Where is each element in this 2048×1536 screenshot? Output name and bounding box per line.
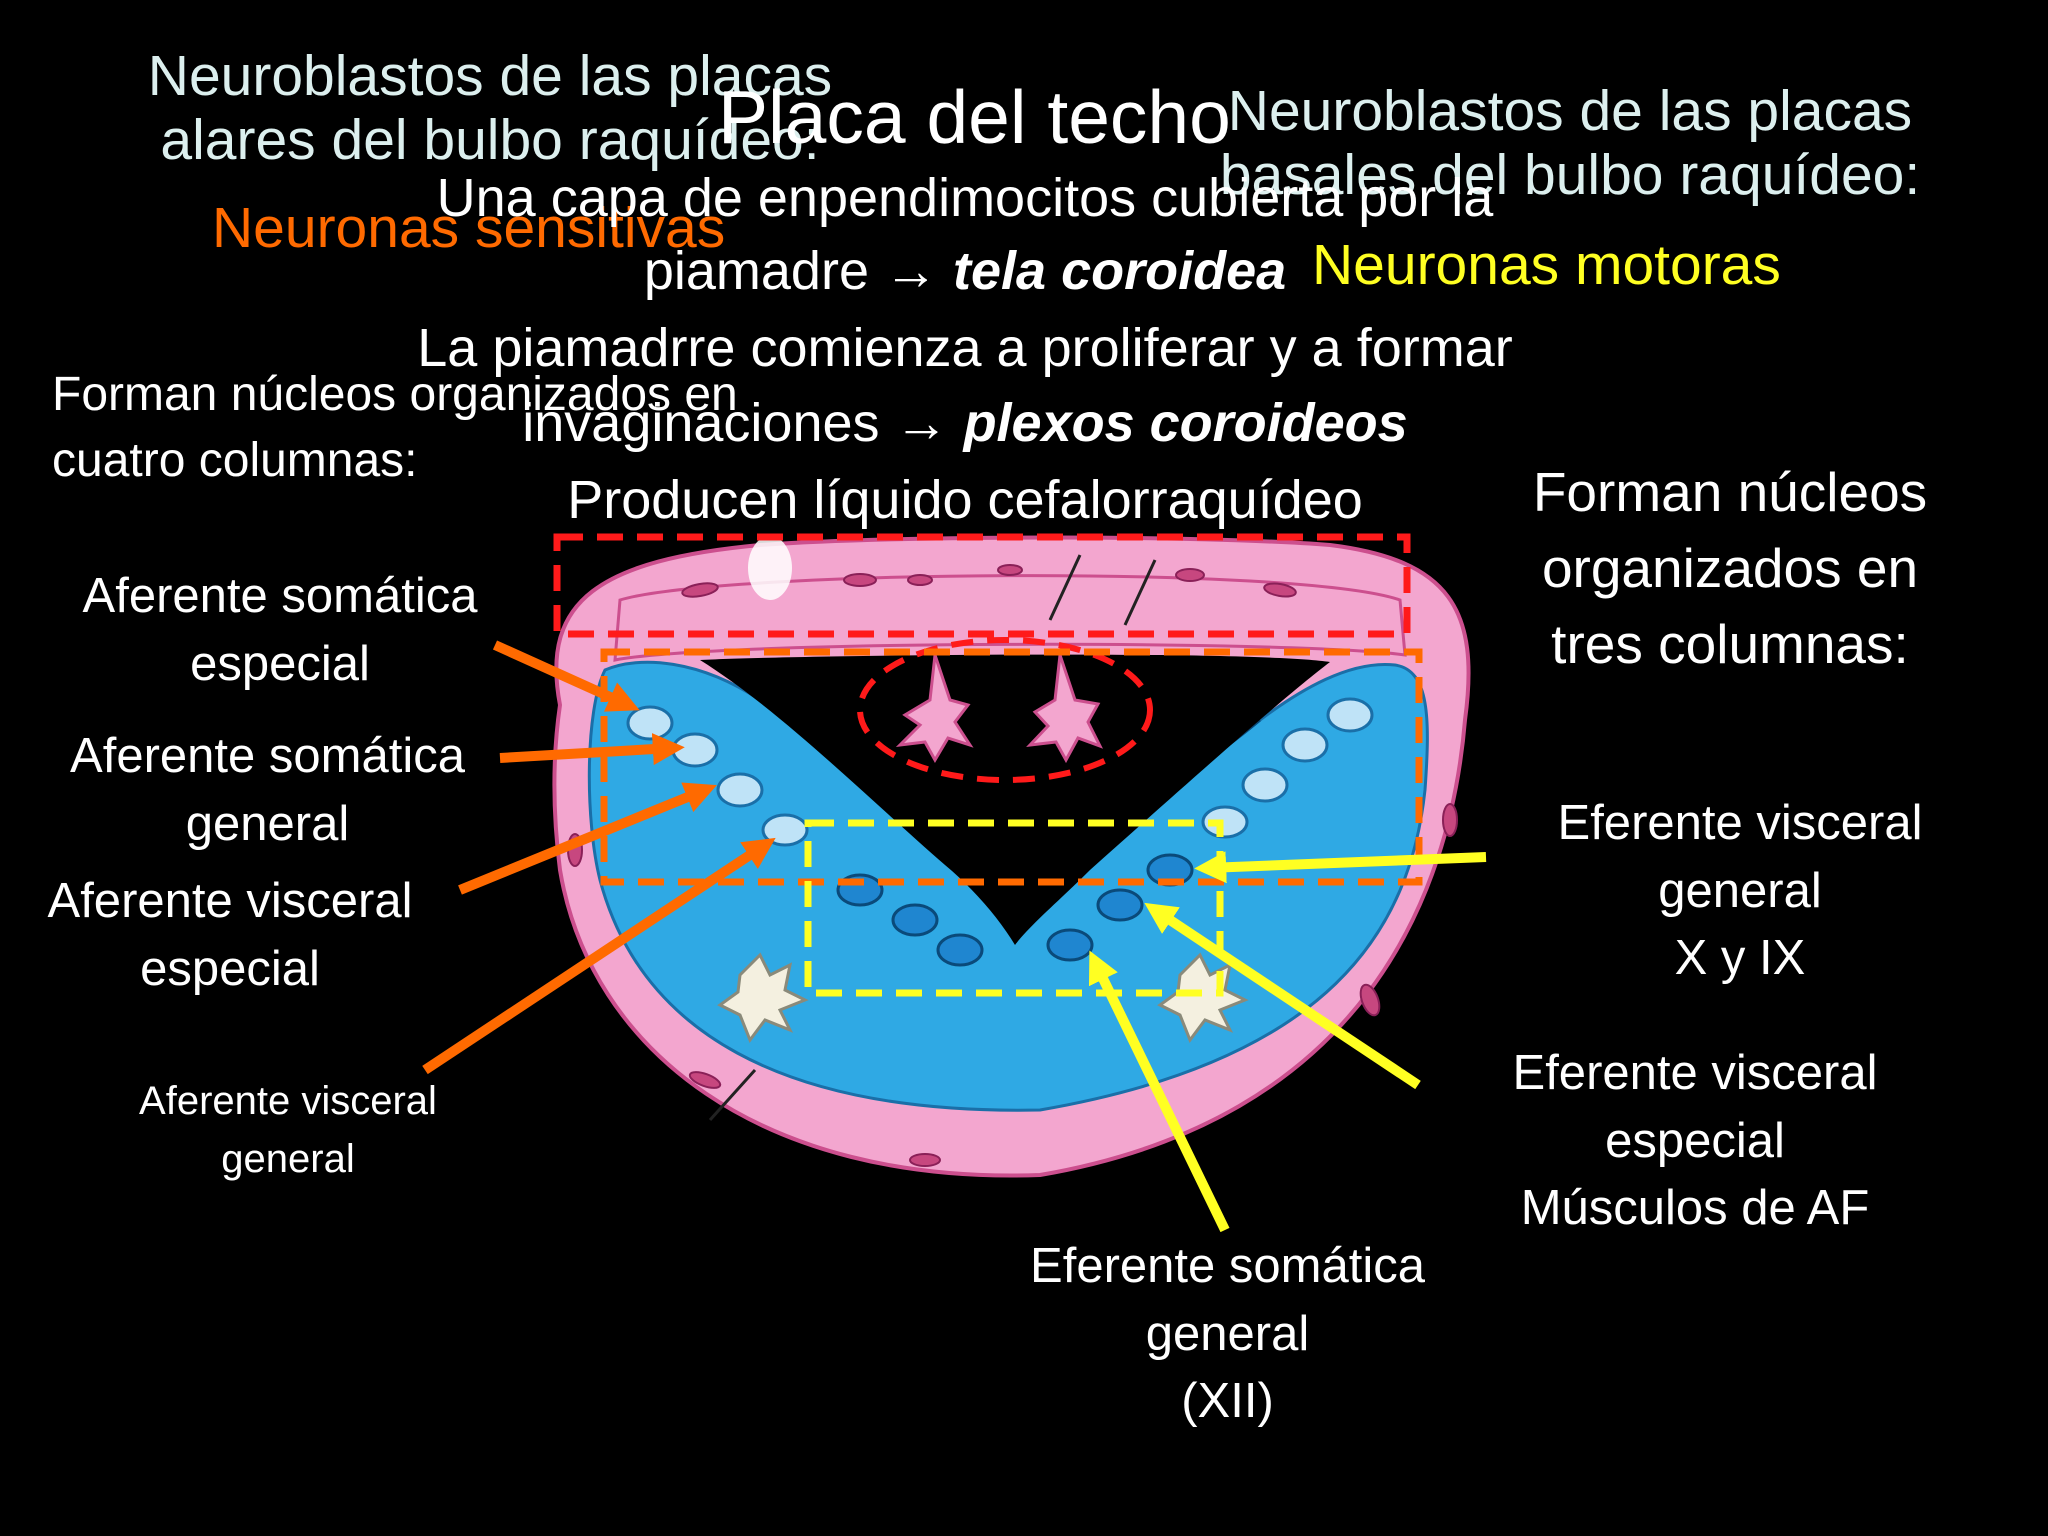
label-eve-line3: Músculos de AF: [1520, 1181, 1870, 1236]
four-columns-line1: Forman núcleos organizados en: [52, 368, 738, 421]
roof-desc-line5: Producen líquido cefalorraquídeo: [567, 470, 1363, 530]
label-evg-line3: X y IX: [1674, 931, 1806, 986]
fourth-ventricle: [700, 654, 1330, 945]
label-esg: Eferente somática general (XII): [990, 1233, 1465, 1436]
label-evg: Eferente visceral general X y IX: [1505, 790, 1975, 993]
four-columns-label: Forman núcleos organizados en cuatro col…: [52, 362, 738, 494]
alar-title-line1: Neuroblastos de las placas: [147, 44, 833, 108]
motor-nuclei: [836, 853, 1194, 967]
label-eve-line1: Eferente visceral: [1512, 1046, 1878, 1100]
roof-desc-line2-arrow: →: [884, 241, 938, 301]
basal-title: Neuroblastos de las placas basales del b…: [1140, 79, 2000, 208]
roof-desc-line4-prefix: invaginaciones: [522, 393, 880, 453]
pia-vessels: [567, 564, 1458, 1167]
label-avg-line2: general: [221, 1137, 355, 1181]
roof-desc-line2: piamadre → tela coroidea: [300, 241, 1630, 301]
label-ase: Aferente somática especial: [30, 563, 530, 698]
label-ase-line2: especial: [190, 636, 370, 691]
roof-desc-line3: La piamadrre comienza a proliferar y a f…: [417, 318, 1513, 378]
yellow-arrows: [1088, 851, 1487, 1233]
label-ase-line1: Aferente somática: [82, 569, 478, 623]
label-ave-line2: especial: [140, 941, 320, 996]
label-eve-line2: especial: [1605, 1113, 1785, 1168]
olive-left: [717, 952, 809, 1044]
label-asg-line2: general: [185, 796, 350, 851]
olive-right: [1157, 952, 1249, 1044]
label-esg-line2: general: [1145, 1306, 1310, 1361]
label-eve: Eferente visceral especial Músculos de A…: [1460, 1040, 1930, 1243]
alar-plate-box: [600, 648, 1423, 886]
tela-coroidea-term: tela coroidea: [953, 241, 1287, 301]
label-ave-line1: Aferente visceral: [47, 874, 413, 928]
three-columns-line2: organizados en: [1541, 536, 1919, 599]
basal-title-line1: Neuroblastos de las placas: [1227, 79, 1913, 143]
alar-title-line2: alares del bulbo raquídeo:: [160, 107, 820, 172]
plexos-coroideos-term: plexos coroideos: [963, 393, 1408, 453]
label-evg-line1: Eferente visceral: [1557, 796, 1923, 850]
alar-title: Neuroblastos de las placas alares del bu…: [90, 44, 890, 173]
roof-plate-box: [553, 533, 1411, 638]
orange-arrows: [422, 640, 776, 1075]
roof-desc-line2-prefix: piamadre: [643, 241, 869, 301]
alar-neurons: Neuronas sensitivas: [212, 196, 726, 260]
label-esg-line1: Eferente somática: [1030, 1239, 1425, 1293]
roof-desc-line4: invaginaciones → plexos coroideos: [300, 393, 1630, 453]
choroid-plexus-circle: [857, 637, 1153, 783]
three-columns-label: Forman núcleos organizados en tres colum…: [1470, 455, 1990, 683]
four-columns-line2: cuatro columnas:: [52, 434, 418, 488]
roof-desc-line1: Una capa de enpendimocitos cubierta por …: [436, 168, 1494, 228]
basal-plate-box: [804, 819, 1224, 997]
label-asg: Aferente somática general: [20, 723, 515, 858]
three-columns-line3: tres columnas:: [1551, 612, 1909, 675]
label-ave: Aferente visceral especial: [0, 868, 460, 1003]
nuclei: [626, 697, 1374, 847]
label-avg: Aferente visceral general: [88, 1072, 488, 1188]
label-asg-line1: Aferente somática: [70, 729, 465, 783]
three-columns-line1: Forman núcleos: [1532, 461, 1928, 523]
choroid-plexus: [895, 654, 1104, 764]
basal-title-line2: basales del bulbo raquídeo:: [1219, 142, 1921, 207]
roof-plate-title: Placa del techo: [718, 75, 1231, 159]
label-evg-line2: general: [1658, 863, 1822, 918]
label-esg-line3: (XII): [1181, 1374, 1274, 1429]
roof-desc-line4-arrow: →: [894, 393, 949, 453]
label-avg-line1: Aferente visceral: [139, 1079, 437, 1123]
basal-neurons: Neuronas motoras: [1312, 233, 1781, 297]
